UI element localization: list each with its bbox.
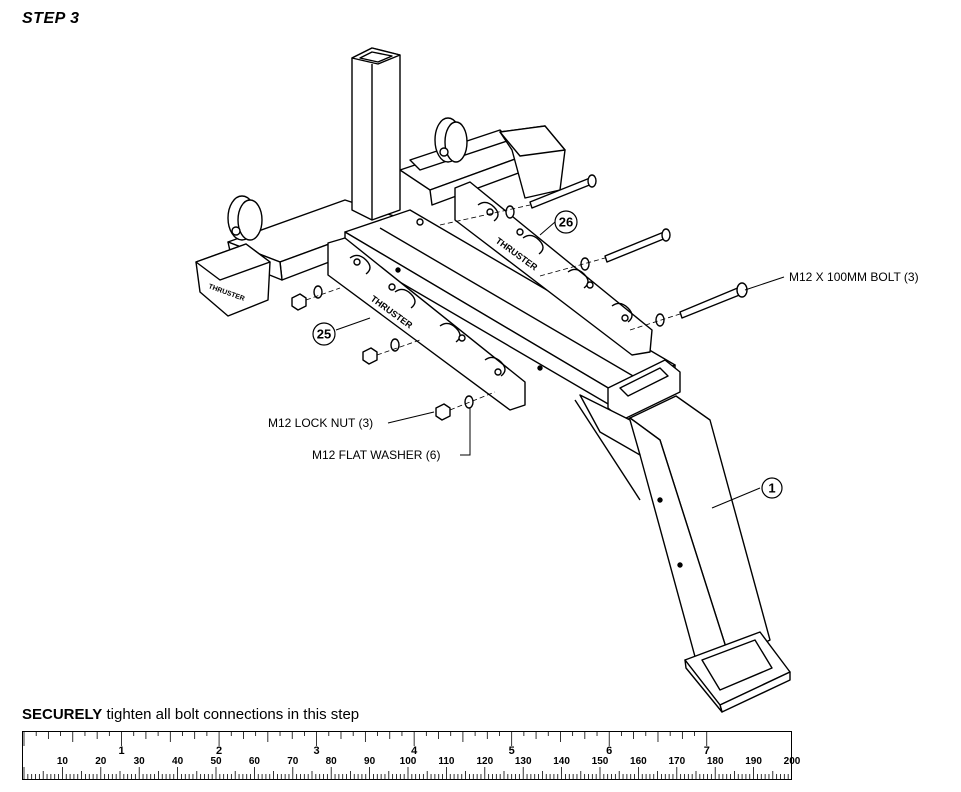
mm-label: 140: [553, 756, 570, 767]
mm-label: 20: [95, 756, 107, 767]
svg-text:26: 26: [559, 215, 573, 230]
lock-nut-label: M12 LOCK NUT (3): [268, 416, 373, 430]
instruction-text: SECURELY tighten all bolt connections in…: [22, 706, 359, 723]
bolts: [529, 174, 748, 319]
mm-label: 30: [134, 756, 146, 767]
mm-label: 120: [476, 756, 493, 767]
svg-text:1: 1: [768, 481, 775, 496]
svg-text:25: 25: [317, 327, 331, 342]
mm-label: 60: [249, 756, 261, 767]
mm-label: 50: [210, 756, 222, 767]
step-title: STEP 3: [22, 10, 80, 27]
mm-label: 40: [172, 756, 184, 767]
inch-label: 5: [509, 745, 515, 757]
mm-label: 130: [515, 756, 532, 767]
mm-label: 110: [438, 756, 455, 767]
alignment-lines: [305, 204, 681, 411]
inch-label: 4: [411, 745, 418, 757]
mm-label: 170: [668, 756, 685, 767]
leader-lines: [335, 221, 785, 509]
mm-label: 200: [784, 756, 801, 767]
instruction-rest: tighten all bolt connections in this ste…: [102, 706, 360, 723]
inch-label: 7: [704, 745, 710, 757]
bracket-25: THRUSTER: [327, 237, 526, 411]
instruction-emphasis: SECURELY: [22, 706, 103, 723]
mm-label: 160: [630, 756, 647, 767]
inch-label: 6: [606, 745, 612, 757]
mm-label: 190: [745, 756, 762, 767]
bracket-26: THRUSTER: [454, 181, 653, 356]
upright-post: [351, 47, 401, 221]
mm-label: 90: [364, 756, 376, 767]
mm-label: 180: [707, 756, 724, 767]
inch-label: 1: [118, 745, 124, 757]
inch-label: 2: [216, 745, 222, 757]
flat-washer-label: M12 FLAT WASHER (6): [312, 448, 440, 462]
mm-label: 70: [287, 756, 299, 767]
inch-label: 3: [314, 745, 320, 757]
bolt-label: M12 X 100MM BOLT (3): [789, 270, 919, 284]
front-leg: [574, 394, 791, 713]
mm-label: 10: [57, 756, 69, 767]
mm-label: 150: [592, 756, 609, 767]
front-end-plate: [607, 359, 681, 421]
nuts-and-washers: [291, 205, 665, 421]
callout-25: 25: [312, 322, 336, 346]
mm-label: 100: [400, 756, 417, 767]
callout-1: 1: [761, 477, 783, 499]
callout-26: 26: [554, 210, 578, 234]
measurement-ruler: 10 20 30 40 50 60 70 80 90 100 110 120 130 140 150 160 1…: [22, 731, 801, 780]
mm-label: 80: [326, 756, 338, 767]
rear-crossbar-right: [399, 117, 566, 206]
